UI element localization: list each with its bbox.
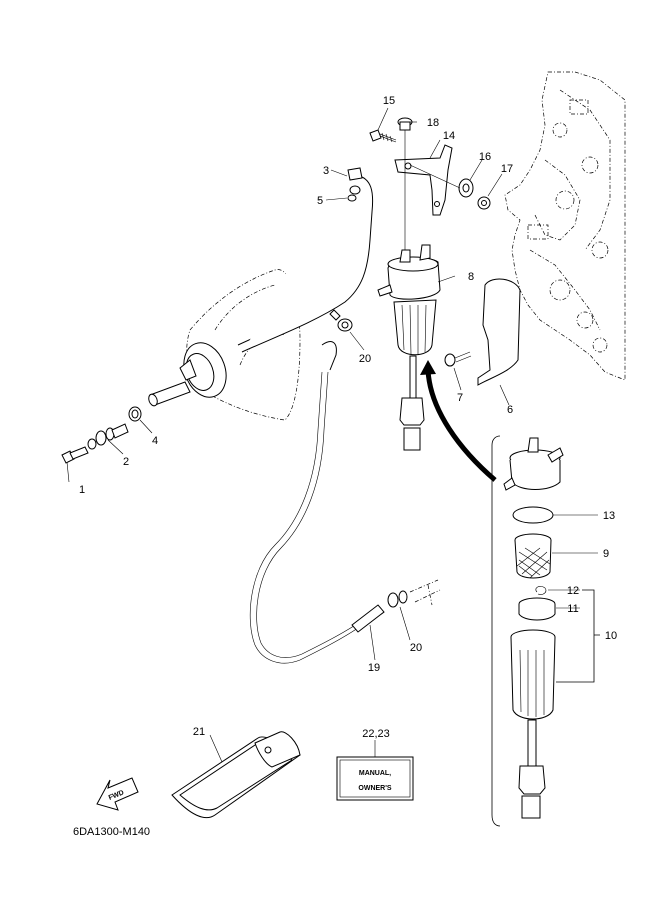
callout-3: 3 [323,165,329,177]
hose-joint-3-5 [347,167,363,202]
callout-13: 13 [603,510,615,522]
fuel-inlet-fitting [148,342,227,407]
screw-18 [397,117,413,131]
filter-element-exploded [514,533,552,579]
callout-19: 19 [368,662,380,674]
filter-bracket [394,144,453,216]
screw-7 [444,351,472,367]
callout-14: 14 [443,130,455,142]
callout-15: 15 [383,95,395,107]
callout-4: 4 [152,435,158,447]
fuel-connector-parts [61,406,142,464]
callout-labels: 1 2 3 4 5 6 7 8 9 10 11 12 13 14 15 16 1… [79,95,617,740]
callout-22-23: 22,23 [362,728,390,740]
clip-12-exploded [535,586,547,595]
fwd-arrow-icon: FWD [96,777,139,811]
callout-6: 6 [507,404,513,416]
callout-18: 18 [427,117,439,129]
callout-7: 7 [457,392,463,404]
callout-12: 12 [567,585,579,597]
filter-bowl-exploded [510,629,556,819]
filter-head-exploded [503,437,564,491]
callout-9: 9 [603,548,609,560]
callout-17: 17 [501,163,513,175]
callout-21: 21 [193,726,205,738]
callout-5: 5 [317,195,323,207]
bolt-15 [369,129,397,143]
callout-16: 16 [479,151,491,163]
callout-2: 2 [123,456,129,468]
t-joint [409,579,441,606]
callout-11: 11 [567,603,578,615]
manual-pouch [171,731,301,819]
collar-17 [477,196,491,210]
alignment-line [409,164,461,189]
filter-cover [477,278,521,386]
callout-20-lower: 20 [410,642,422,654]
callout-20-upper: 20 [359,353,371,365]
engine-block-outline [504,71,626,381]
grommet-16 [458,178,474,198]
fuel-filter-assembly [377,244,441,451]
callout-10: 10 [605,630,617,642]
o-ring-exploded [512,506,554,524]
callout-8: 8 [468,271,474,283]
owners-manual-box: MANUAL, OWNER'S [336,756,414,801]
diagram-code: 6DA1300-M140 [73,826,150,838]
exploded-view-arrow [420,360,497,482]
fuel-hose-lower [249,341,385,664]
hose-clip-lower [387,590,408,608]
manual-label-line1: MANUAL, [359,770,391,777]
group-10-bracket [556,589,600,683]
manual-label-line2: OWNER'S [358,785,391,792]
leader-lines [66,107,598,763]
callout-1: 1 [79,484,85,496]
hose-clip-upper [329,309,353,332]
fuel-hose-upper [237,174,374,353]
float-11-exploded [518,597,556,621]
exploded-view-bracket [491,435,501,827]
